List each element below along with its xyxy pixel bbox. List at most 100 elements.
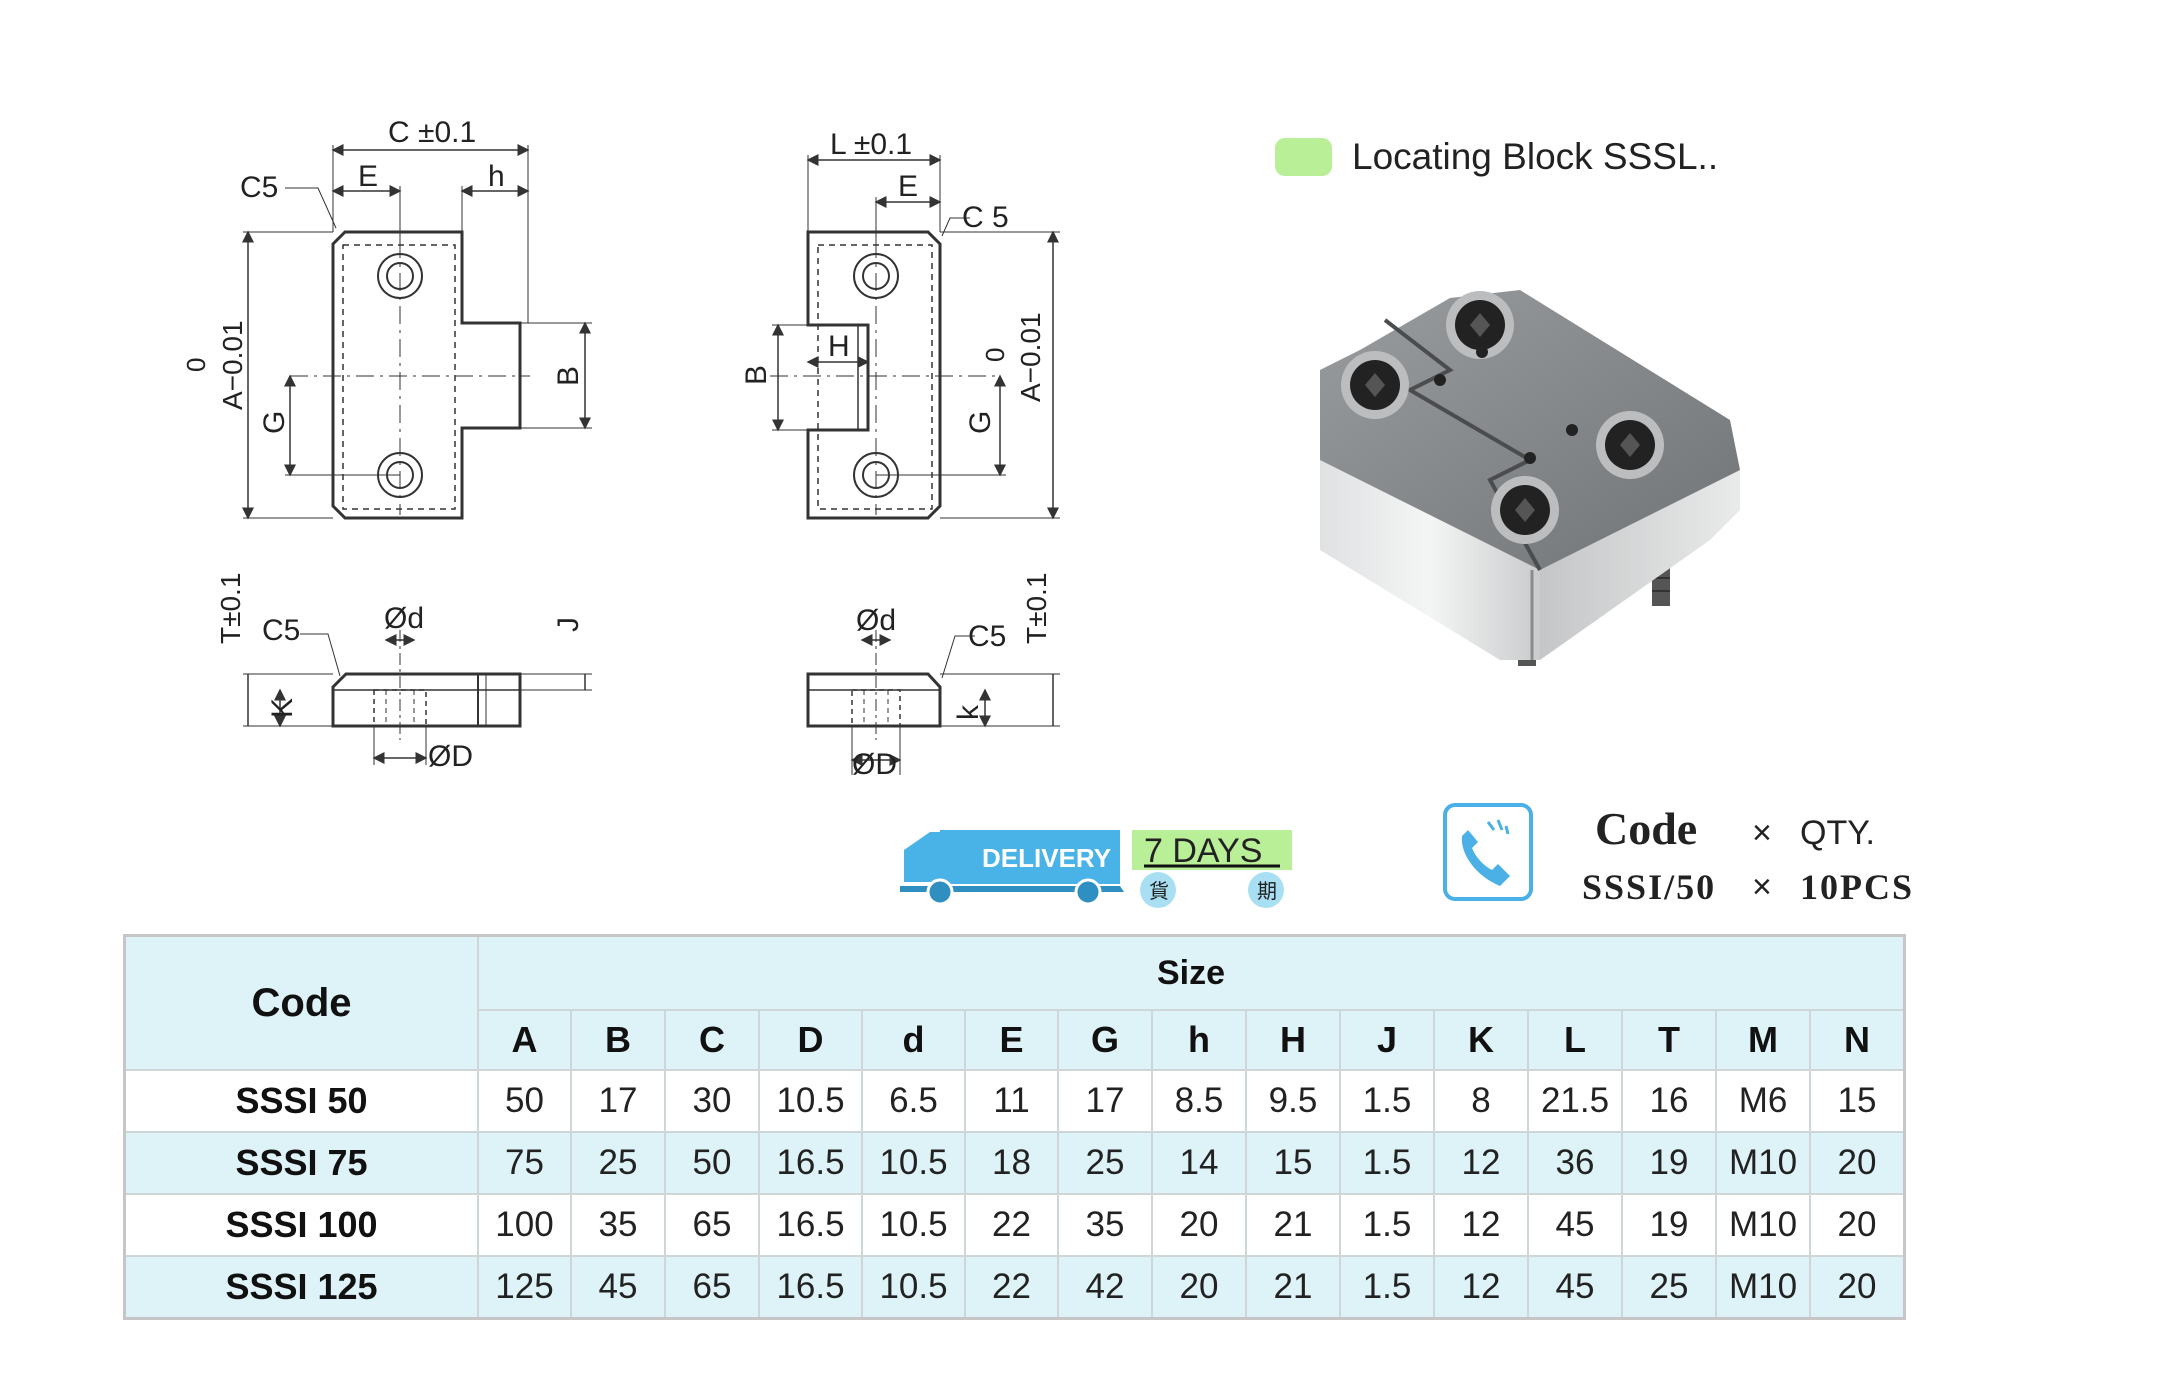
table-cell: 35 [1057, 1193, 1153, 1257]
table-cell: 10.5 [758, 1069, 863, 1133]
table-cell: 1.5 [1339, 1193, 1435, 1257]
legend-swatch [1275, 138, 1332, 176]
block-outline-top-left [331, 230, 522, 520]
table-cell: 19 [1621, 1131, 1717, 1195]
technical-drawing: C ±0.1 C5 E h 0 A−0.01 G B L ±0.1 E C 5 … [181, 116, 1060, 781]
order-qty-label: QTY. [1800, 814, 1875, 852]
column-header: H [1245, 1009, 1341, 1071]
block-outline-top-right [806, 230, 942, 520]
row-code: SSSI 75 [123, 1131, 479, 1195]
table-cell: 45 [1527, 1193, 1623, 1257]
table-cell: 21 [1245, 1255, 1341, 1320]
side-view-right [806, 672, 942, 728]
table-cell: 1.5 [1339, 1069, 1435, 1133]
table-cell: 65 [664, 1193, 760, 1257]
legend: Locating Block SSSL.. [1275, 136, 1718, 178]
table-cell: 65 [664, 1255, 760, 1320]
table-cell: 1.5 [1339, 1255, 1435, 1320]
table-cell: 75 [477, 1131, 572, 1195]
table-cell: 10.5 [861, 1193, 966, 1257]
table-cell: 12 [1433, 1255, 1529, 1320]
table-cell: 20 [1151, 1255, 1247, 1320]
dim-d-large-right: ØD [852, 748, 897, 781]
product-photo [1320, 290, 1740, 666]
column-header: A [477, 1009, 572, 1071]
table-cell: 9.5 [1245, 1069, 1341, 1133]
order-qty-value: 10PCS [1800, 867, 1915, 907]
table-cell: 16 [1621, 1069, 1717, 1133]
table-cell: 21 [1245, 1193, 1341, 1257]
table-cell: 6.5 [861, 1069, 966, 1133]
table-cell: 16.5 [758, 1193, 863, 1257]
table-cell: 12 [1433, 1193, 1529, 1257]
delivery-label: DELIVERY [982, 843, 1111, 873]
table-cell: 14 [1151, 1131, 1247, 1195]
delivery-char-1: 貨 [1149, 880, 1169, 903]
phone-icon [1443, 803, 1533, 901]
table-cell: 125 [477, 1255, 572, 1320]
column-header: E [964, 1009, 1059, 1071]
table-cell: 12 [1433, 1131, 1529, 1195]
table-cell: 20 [1151, 1193, 1247, 1257]
table-cell: 15 [1245, 1131, 1341, 1195]
table-cell: M10 [1715, 1255, 1811, 1320]
dim-l: L ±0.1 [830, 128, 912, 161]
table-cell: M6 [1715, 1069, 1811, 1133]
dim-t: T±0.1 [215, 573, 246, 644]
dim-k: K [266, 698, 299, 718]
dim-b-right: B [740, 365, 773, 385]
dim-c5-side: C5 [262, 614, 300, 647]
table-cell: 11 [964, 1069, 1059, 1133]
order-multiply-1: × [1752, 814, 1772, 852]
column-header: h [1151, 1009, 1247, 1071]
table-cell: 100 [477, 1193, 572, 1257]
table-cell: 15 [1809, 1069, 1906, 1133]
table-cell: 17 [570, 1069, 666, 1133]
delivery-badge: DELIVERY 7 DAYS 貨 期 [900, 822, 1300, 917]
dim-j: J [552, 617, 585, 632]
column-header: L [1527, 1009, 1623, 1071]
dim-a-zero-right: 0 [980, 348, 1010, 362]
column-header: d [861, 1009, 966, 1071]
table-cell: M10 [1715, 1193, 1811, 1257]
column-header: C [664, 1009, 760, 1071]
dim-a-tol: A−0.01 [217, 320, 248, 410]
column-header: T [1621, 1009, 1717, 1071]
column-header: K [1433, 1009, 1529, 1071]
table-cell: 21.5 [1527, 1069, 1623, 1133]
table-cell: 10.5 [861, 1255, 966, 1320]
row-code: SSSI 50 [123, 1069, 479, 1133]
size-header: Size [477, 934, 1906, 1011]
dim-c5-right: C 5 [962, 201, 1009, 234]
table-cell: 8 [1433, 1069, 1529, 1133]
table-cell: 17 [1057, 1069, 1153, 1133]
table-cell: 45 [1527, 1255, 1623, 1320]
table-cell: 20 [1809, 1131, 1906, 1195]
table-cell: 20 [1809, 1193, 1906, 1257]
dim-h-upper: H [828, 330, 850, 363]
row-code: SSSI 125 [123, 1255, 479, 1320]
row-code: SSSI 100 [123, 1193, 479, 1257]
dim-h: h [488, 160, 505, 193]
table-cell: 22 [964, 1193, 1059, 1257]
table-cell: 22 [964, 1255, 1059, 1320]
table-cell: 35 [570, 1193, 666, 1257]
order-multiply-2: × [1752, 868, 1772, 906]
table-cell: 30 [664, 1069, 760, 1133]
table-cell: M10 [1715, 1131, 1811, 1195]
table-cell: 50 [477, 1069, 572, 1133]
dim-d-small: Ød [384, 602, 424, 635]
table-cell: 8.5 [1151, 1069, 1247, 1133]
side-view-left [331, 672, 522, 728]
dim-c5: C5 [240, 171, 278, 204]
dim-k-right: k [952, 704, 985, 720]
dim-t-right: T±0.1 [1021, 573, 1052, 644]
dim-b: B [552, 366, 585, 386]
